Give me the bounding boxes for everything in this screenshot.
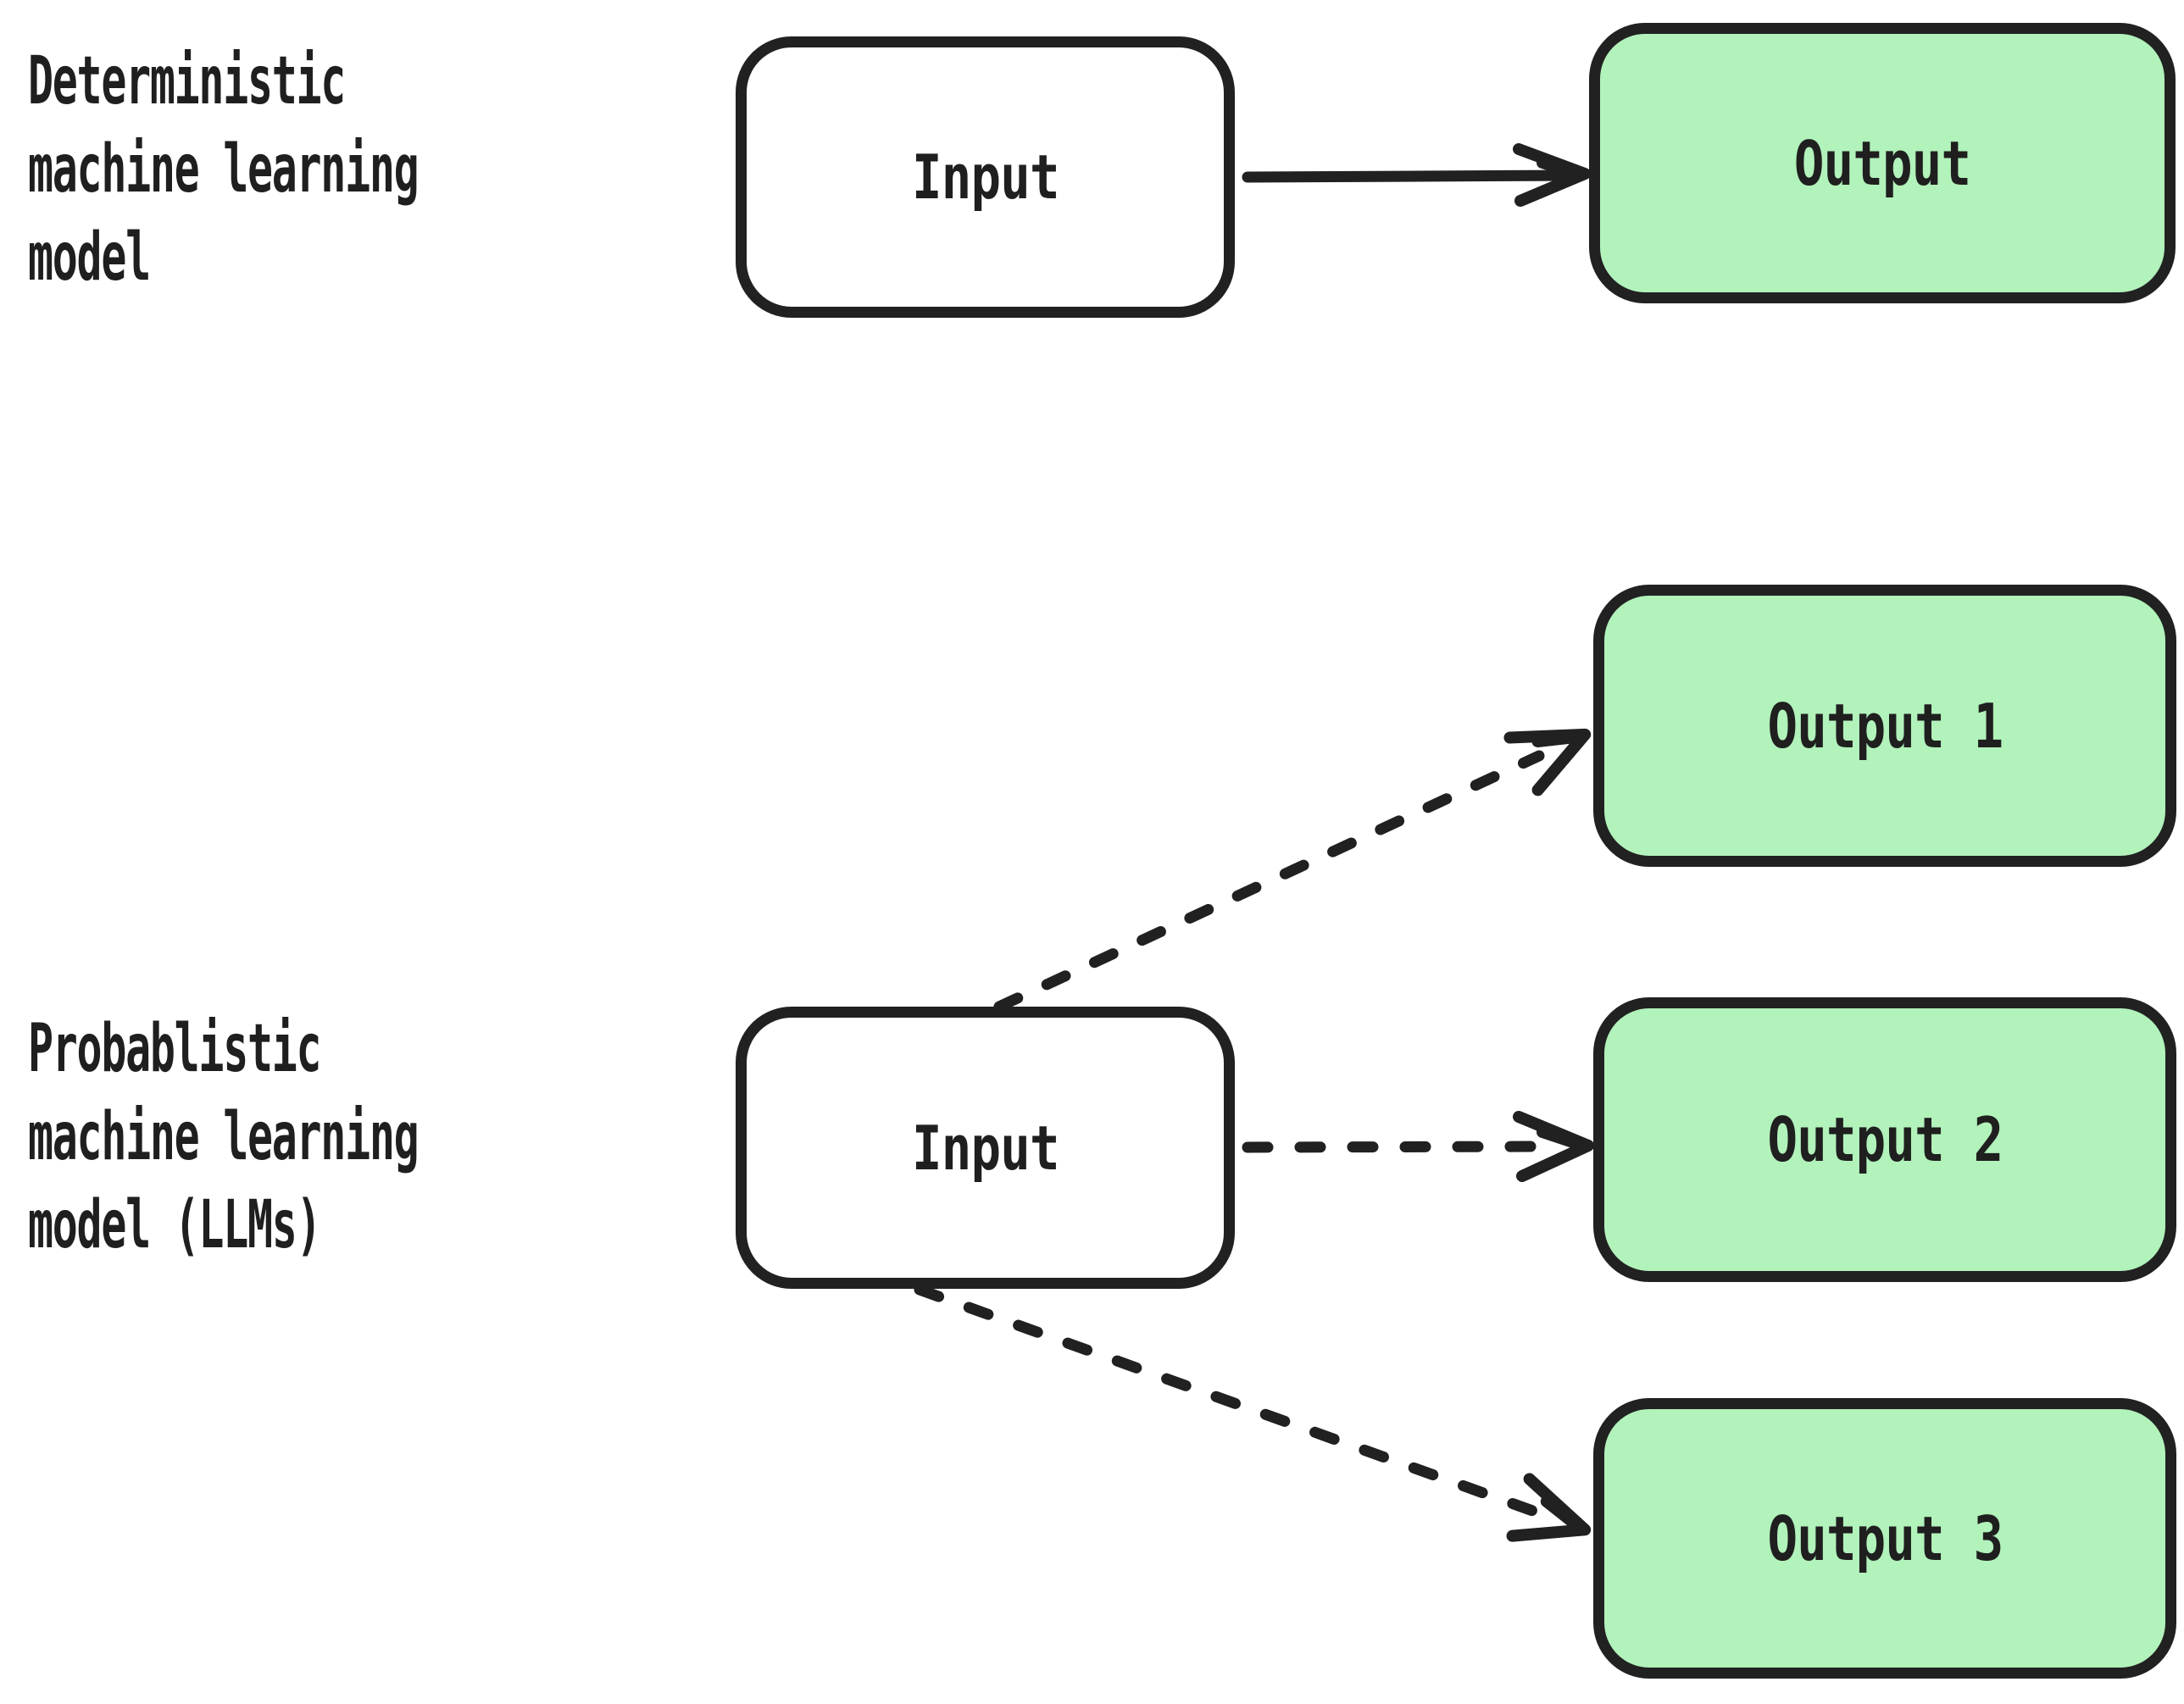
dashed-arrow-input-to-output-3: [914, 1284, 1592, 1542]
output-node-label: Output 2: [1767, 1104, 2003, 1175]
probablistic-section-label: Probablistic machine learning model (LLM…: [28, 1005, 420, 1269]
input-node-label: Input: [911, 142, 1059, 213]
dashed-arrow-input-to-output-2: [1242, 1111, 1594, 1182]
input-node-label: Input: [911, 1112, 1059, 1184]
output-node-deterministic: Output: [1589, 23, 2176, 303]
label-line: Probablistic: [28, 1011, 322, 1087]
label-line: model (LLMs): [28, 1187, 322, 1263]
dashed-arrow-input-to-output-1: [993, 728, 1592, 1013]
output-node-label: Output 3: [1767, 1502, 2003, 1574]
label-line: model: [28, 219, 151, 296]
output-2-node: Output 2: [1593, 997, 2176, 1282]
deterministic-section-label: Deterministic machine learning model: [28, 37, 420, 302]
output-node-label: Output 1: [1767, 690, 2003, 762]
output-node-label: Output: [1793, 127, 1971, 199]
input-node-probablistic: Input: [736, 1007, 1235, 1289]
output-3-node: Output 3: [1593, 1398, 2176, 1679]
label-line: Deterministic: [28, 43, 346, 119]
input-node-deterministic: Input: [736, 36, 1235, 318]
solid-arrow-input-to-output: [1242, 143, 1591, 207]
label-line: machine learning: [28, 131, 420, 208]
label-line: machine learning: [28, 1099, 420, 1175]
output-1-node: Output 1: [1593, 585, 2176, 867]
